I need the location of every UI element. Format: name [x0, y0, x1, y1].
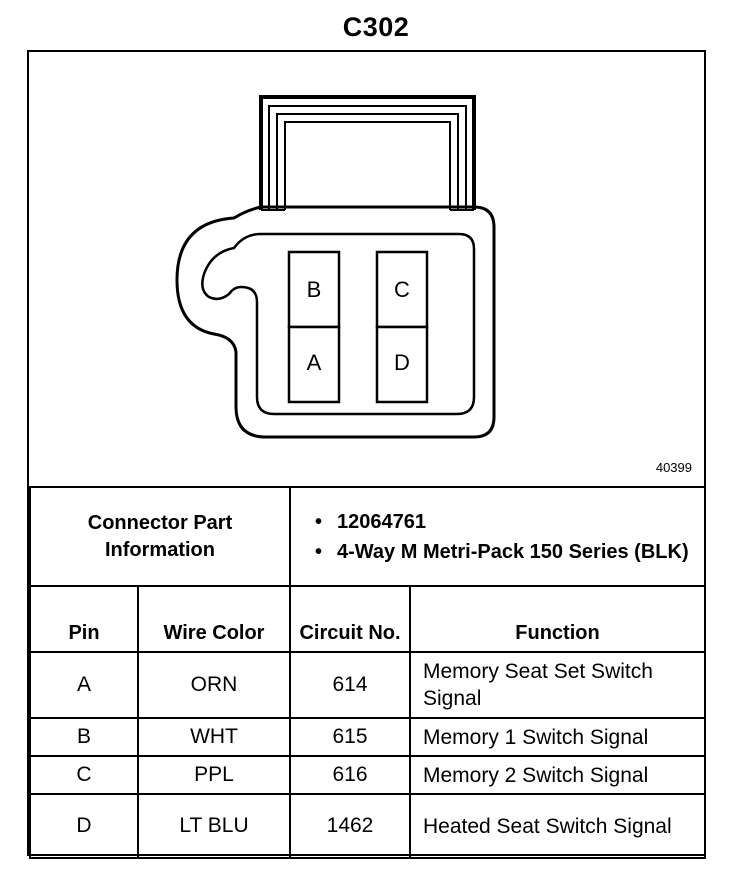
- circuit-cell: 614: [289, 651, 411, 719]
- pin-label-b: B: [307, 277, 322, 302]
- pin-label-a: A: [307, 350, 322, 375]
- circuit-cell: 615: [289, 717, 411, 757]
- pin-label-c: C: [394, 277, 410, 302]
- header-wire-color: Wire Color: [137, 585, 291, 653]
- connector-title: C302: [342, 12, 410, 42]
- pin-cell: D: [29, 793, 139, 859]
- pin-cell: C: [29, 755, 139, 795]
- connector-description: 4-Way M Metri-Pack 150 Series (BLK): [311, 538, 704, 566]
- function-cell: Heated Seat Switch Signal: [409, 793, 706, 859]
- connector-latch: [259, 95, 476, 211]
- pinout-table: Pin Wire Color Circuit No. Function A OR…: [29, 585, 706, 859]
- header-pin: Pin: [29, 585, 139, 653]
- header-function: Function: [409, 585, 706, 653]
- connector-body-inner: [201, 232, 476, 416]
- header-circuit-no: Circuit No.: [289, 585, 411, 653]
- pin-cell: B: [29, 717, 139, 757]
- pin-cell: A: [29, 651, 139, 719]
- reference-number: 40399: [655, 460, 692, 475]
- function-cell: Memory Seat Set Switch Signal: [409, 651, 706, 719]
- wire-color-cell: PPL: [137, 755, 291, 795]
- connector-body-outer: [175, 205, 496, 439]
- pin-cavities: [287, 250, 429, 404]
- table-row: A ORN 614 Memory Seat Set Switch Signal: [29, 651, 706, 719]
- connector-frame: B C A D 40399 Connector Part Information…: [27, 50, 706, 859]
- part-number: 12064761: [311, 508, 704, 536]
- connector-info-table: Connector Part Information 12064761 4-Wa…: [29, 486, 706, 587]
- wire-color-cell: ORN: [137, 651, 291, 719]
- function-cell: Memory 1 Switch Signal: [409, 717, 706, 757]
- circuit-cell: 616: [289, 755, 411, 795]
- table-row: C PPL 616 Memory 2 Switch Signal: [29, 755, 706, 795]
- connector-diagram: B C A D 40399: [29, 52, 704, 486]
- pinout-header-row: Pin Wire Color Circuit No. Function: [29, 585, 706, 653]
- pin-label-d: D: [394, 350, 410, 375]
- wire-color-cell: LT BLU: [137, 793, 291, 859]
- circuit-cell: 1462: [289, 793, 411, 859]
- table-row: D LT BLU 1462 Heated Seat Switch Signal: [29, 793, 706, 859]
- table-row: B WHT 615 Memory 1 Switch Signal: [29, 717, 706, 757]
- connector-part-label: Connector Part Information: [29, 486, 291, 587]
- connector-part-values: 12064761 4-Way M Metri-Pack 150 Series (…: [289, 486, 706, 587]
- function-cell: Memory 2 Switch Signal: [409, 755, 706, 795]
- connector-drawing: B C A D: [175, 95, 496, 439]
- wire-color-cell: WHT: [137, 717, 291, 757]
